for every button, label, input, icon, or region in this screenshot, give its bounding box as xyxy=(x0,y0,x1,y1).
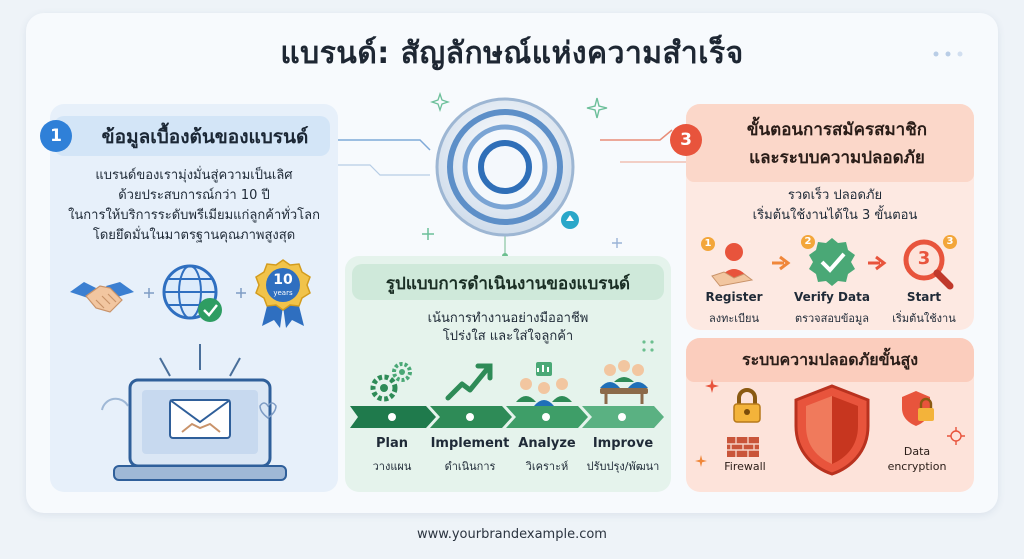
verify-check-icon xyxy=(801,235,855,286)
section-number-badge: 3 xyxy=(670,124,702,156)
security-title: ระบบความปลอดภัยขั้นสูง xyxy=(741,350,919,369)
handshake-icon xyxy=(70,282,134,313)
label-line: encryption xyxy=(887,460,947,473)
registration-header xyxy=(686,104,974,182)
plus-icon xyxy=(144,288,154,298)
globe-icon xyxy=(162,264,222,322)
step-plan-label: Plan xyxy=(375,436,408,451)
team-meeting-icon xyxy=(600,360,648,404)
description-line: แบรนด์ของเรามุ่งมั่นสู่ความเป็นเลิศ xyxy=(95,168,293,183)
step-improve-thai: ปรับปรุง/พัฒนา xyxy=(586,460,660,473)
gears-icon xyxy=(370,362,412,402)
plus-icon xyxy=(422,228,434,240)
security-header xyxy=(686,338,974,382)
sparkle-icon xyxy=(695,455,707,467)
brand-intro-title: ข้อมูลเบื้องต้นของแบรนด์ xyxy=(101,126,309,148)
data-encryption-label: Data encryption xyxy=(880,444,954,474)
lock-icon xyxy=(733,388,761,423)
team-analysis-icon xyxy=(516,362,572,406)
step-analyze-thai: วิเคราะห์ xyxy=(525,460,569,473)
brand-intro-description: แบรนด์ของเรามุ่งมั่นสู่ความเป็นเลิศ ด้วย… xyxy=(58,166,330,246)
plus-icon xyxy=(612,238,622,248)
badge-years-label: years xyxy=(273,289,293,297)
operations-header xyxy=(352,264,664,300)
security-shield-icon xyxy=(794,384,870,476)
step-start-thai: เริ่มต้นใช้งาน xyxy=(892,312,956,325)
step-implement-label: Implement xyxy=(430,436,510,451)
register-user-icon xyxy=(701,237,754,287)
step-number: 3 xyxy=(946,236,954,247)
label-line: Data xyxy=(903,445,931,458)
brand-logo-medallion xyxy=(435,97,579,237)
sparkle-icon xyxy=(586,97,608,119)
description-line: เริ่มต้นใช้งานได้ใน 3 ขั้นตอน xyxy=(752,208,918,223)
start-magnifier-icon xyxy=(903,235,957,290)
process-arrow-bar xyxy=(350,406,664,428)
ten-years-badge-icon xyxy=(255,259,311,328)
section-number-badge: 1 xyxy=(40,120,72,152)
registration-title: ขั้นตอนการสมัครสมาชิก และระบบความปลอดภัย xyxy=(704,116,970,172)
page-title: แบรนด์: สัญลักษณ์แห่งความสำเร็จ xyxy=(280,36,744,71)
title-line: ขั้นตอนการสมัครสมาชิก xyxy=(746,120,928,140)
description-line: เน้นการทำงานอย่างมืออาชีพ xyxy=(427,311,589,326)
arrow-right-icon xyxy=(772,255,791,271)
description-line: ด้วยประสบการณ์กว่า 10 ปี xyxy=(118,188,270,203)
sparkle-icon xyxy=(430,92,450,112)
step-plan-thai: วางแผน xyxy=(372,460,412,473)
registration-description: รวดเร็ว ปลอดภัย เริ่มต้นใช้งานได้ใน 3 ขั… xyxy=(700,186,970,226)
description-line: รวดเร็ว ปลอดภัย xyxy=(787,188,883,203)
step-number: 2 xyxy=(804,236,812,247)
footer-url[interactable]: www.yourbrandexample.com xyxy=(417,527,607,542)
start-step-number: 3 xyxy=(917,248,931,269)
data-encryption-icon xyxy=(902,391,934,426)
firewall-icon xyxy=(727,437,759,457)
step-number: 1 xyxy=(704,238,712,249)
step-verify-thai: ตรวจสอบข้อมูล xyxy=(794,312,870,325)
description-line: โปร่งใส และใส่ใจลูกค้า xyxy=(442,329,574,344)
step-verify-label: Verify Data xyxy=(794,290,870,304)
crosshair-decoration xyxy=(947,427,965,445)
arrow-right-icon xyxy=(868,255,887,271)
step-register-thai: ลงทะเบียน xyxy=(709,312,759,325)
operations-description: เน้นการทำงานอย่างมืออาชีพ โปร่งใส และใส่… xyxy=(352,310,664,346)
step-analyze-label: Analyze xyxy=(518,436,576,451)
step-start-label: Start xyxy=(906,290,942,304)
title-line: และระบบความปลอดภัย xyxy=(749,148,925,168)
description-line: ในการให้บริการระดับพรีเมียมแก่ลูกค้าทั่ว… xyxy=(68,208,320,223)
laptop-illustration xyxy=(101,344,287,481)
growth-arrow-icon xyxy=(445,363,493,401)
dots-decoration xyxy=(642,340,654,352)
operations-title: รูปแบบการดำเนินงานของแบรนด์ xyxy=(385,274,631,294)
brand-intro-header xyxy=(54,116,330,156)
sparkle-icon xyxy=(705,379,719,393)
step-improve-label: Improve xyxy=(592,436,654,451)
plus-icon xyxy=(236,288,246,298)
dots-decoration xyxy=(933,51,963,57)
badge-number: 10 xyxy=(273,272,293,288)
step-implement-thai: ดำเนินการ xyxy=(444,460,496,473)
firewall-label: Firewall xyxy=(724,460,766,473)
step-register-label: Register xyxy=(705,290,763,304)
description-line: โดยยึดมั่นในมาตรฐานคุณภาพสูงสุด xyxy=(92,228,296,243)
